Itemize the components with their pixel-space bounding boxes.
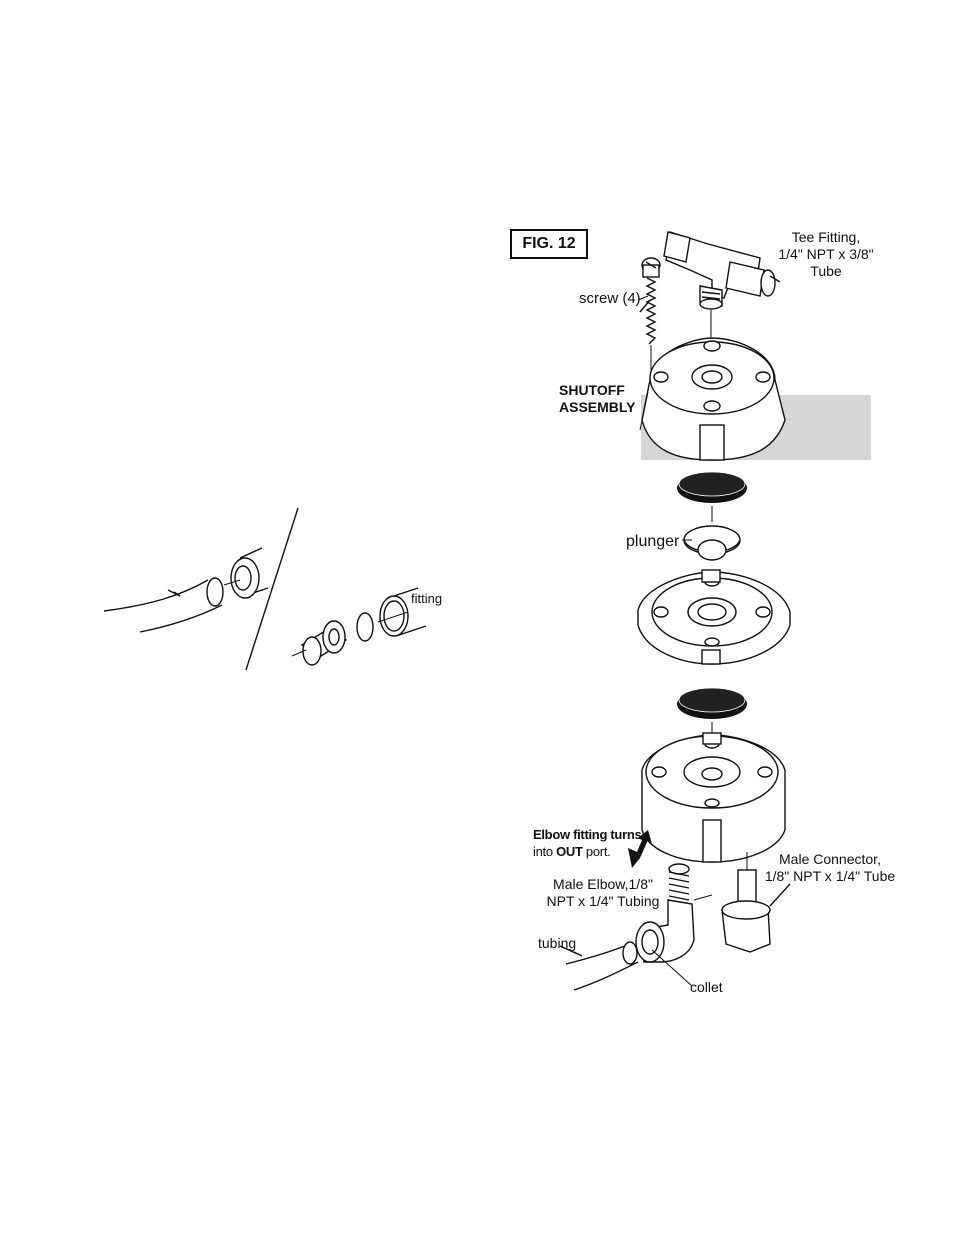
shutoff-housing [640, 338, 871, 460]
left-fitting-diagram [104, 508, 426, 670]
bottom-housing [642, 733, 785, 862]
o-ring [357, 613, 373, 641]
tee-fitting-label: Tee Fitting, 1/4" NPT x 3/8" Tube [776, 229, 876, 280]
screw-label: screw (4) [579, 290, 641, 307]
fitting-collet-left [224, 548, 268, 598]
shutoff-label-line2: ASSEMBLY [559, 399, 636, 416]
male-connector-line2: 1/8" NPT x 1/4" Tube [762, 868, 898, 885]
shutoff-label-line1: SHUTOFF [559, 382, 636, 399]
out-port-emphasis: OUT [556, 844, 583, 859]
elbow-turns-line2: into OUT port. [533, 843, 641, 860]
plunger-label: plunger [626, 533, 679, 550]
elbow-turns-line1: Elbow fitting turns [533, 826, 641, 843]
male-elbow-line2: NPT x 1/4" Tubing [538, 893, 668, 910]
diaphragm-bottom [677, 688, 747, 719]
male-connector-line1: Male Connector, [762, 851, 898, 868]
figure-title: FIG. 12 [510, 229, 588, 259]
male-elbow-line1: Male Elbow,1/8" [538, 876, 668, 893]
male-elbow-label: Male Elbow,1/8" NPT x 1/4" Tubing [538, 876, 668, 910]
diaphragm-top [677, 472, 747, 503]
fitting-label: fitting [411, 590, 442, 607]
plunger [682, 526, 740, 560]
middle-housing [638, 570, 790, 664]
elbow-turns-label: Elbow fitting turns into OUT port. [533, 826, 641, 860]
tee-fitting-label-line3: Tube [776, 263, 876, 280]
tube-left [104, 578, 223, 632]
shutoff-assembly-label: SHUTOFF ASSEMBLY [559, 382, 636, 416]
elbow-turns-pre: into [533, 844, 556, 859]
collet-part [292, 621, 346, 665]
tubing-label: tubing [538, 935, 576, 952]
elbow-turns-post: port. [583, 844, 611, 859]
tee-fitting [664, 232, 780, 345]
tee-fitting-label-line1: Tee Fitting, [776, 229, 876, 246]
male-connector-label: Male Connector, 1/8" NPT x 1/4" Tube [762, 851, 898, 885]
tee-fitting-label-line2: 1/4" NPT x 3/8" [776, 246, 876, 263]
collet-label: collet [690, 979, 723, 996]
